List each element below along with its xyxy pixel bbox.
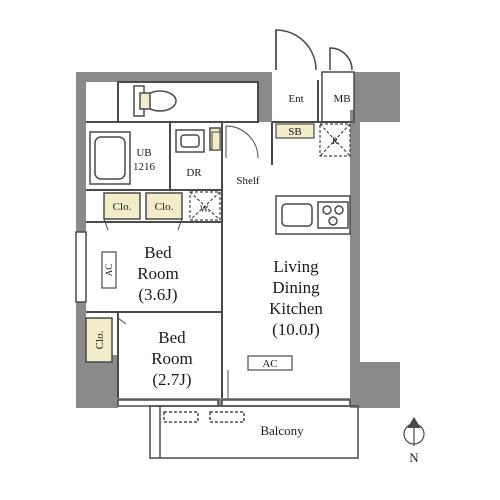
- south-east-pillar: [350, 362, 400, 408]
- bed2-label-line2: Room: [151, 349, 193, 368]
- bed1-label-line1: Bed: [144, 243, 172, 262]
- closet-1: [103, 192, 141, 231]
- shelf-unit: [211, 131, 221, 151]
- ldk-label-line3: Kitchen: [269, 299, 323, 318]
- ldk-label-line1: Living: [273, 257, 319, 276]
- bed1-label-line2: Room: [137, 264, 179, 283]
- bed1-size: (3.6J): [138, 285, 177, 304]
- east-wall: [350, 110, 360, 370]
- dr-door-arc: [225, 125, 259, 159]
- toilet-icon: [133, 85, 177, 117]
- balcony: [149, 405, 359, 459]
- bed2-door-mark: [117, 317, 127, 325]
- unit-bath-label-line1: UB: [136, 147, 151, 159]
- closet-2: [145, 192, 183, 231]
- bed2-label-line1: Bed: [158, 328, 186, 347]
- door-arcs: [117, 125, 259, 398]
- bathtub-icon: [89, 131, 131, 185]
- ldk-size: (10.0J): [272, 320, 320, 339]
- shelf-label: Shelf: [236, 175, 260, 187]
- shoe-box-label: SB: [288, 126, 301, 138]
- meter-box-label: MB: [333, 93, 350, 105]
- closet-3-label: Clo.: [94, 330, 106, 349]
- meter-box-door-icon: [329, 47, 353, 71]
- north-east-pillar: [354, 72, 400, 122]
- kitchen-counter: [275, 195, 351, 235]
- ldk-ac-label: AC: [262, 358, 277, 370]
- sink-icon: [281, 203, 313, 227]
- ldk-label-line2: Dining: [272, 278, 320, 297]
- unit-bath-label-line2: 1216: [133, 161, 156, 173]
- bed2-size: (2.7J): [152, 370, 191, 389]
- closet-2-label: Clo.: [155, 201, 174, 213]
- dressing-room-label: DR: [186, 167, 202, 179]
- entrance-door-icon: [275, 29, 317, 71]
- compass-north-label: N: [409, 450, 419, 465]
- washing-machine-icon: [189, 191, 221, 221]
- south-west-pillar: [76, 355, 118, 408]
- bed1-ac-unit: [101, 251, 117, 289]
- meter-box: [321, 71, 355, 123]
- ldk-ac-unit: [247, 355, 293, 371]
- north-wall-left: [76, 72, 266, 82]
- bed1-ac-label: AC: [104, 264, 114, 277]
- refrigerator-icon: [319, 123, 351, 157]
- refrigerator-label: R: [332, 136, 338, 146]
- north-wall-entry-left: [258, 72, 272, 122]
- closet-1-label: Clo.: [113, 201, 132, 213]
- shoe-box: [275, 123, 315, 139]
- closet-3: [85, 317, 113, 363]
- entrance-label: Ent: [288, 93, 303, 105]
- washer-label: W.: [200, 204, 210, 214]
- north-compass-icon: [403, 416, 425, 446]
- interior-walls: [86, 80, 350, 398]
- balcony-label: Balcony: [260, 423, 304, 438]
